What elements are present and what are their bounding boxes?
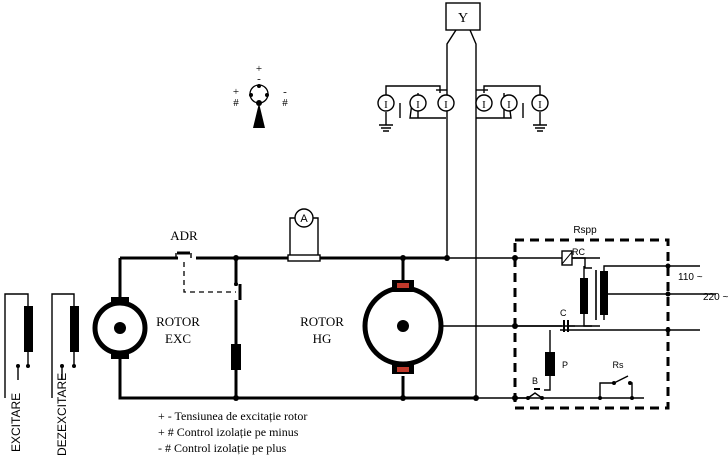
legend-line-3: - # Control izolație pe plus (158, 441, 287, 455)
lamp-2-symbol: I (416, 99, 420, 111)
lamp-4: I (475, 94, 493, 112)
field-resistor (231, 344, 241, 370)
c-label: C (560, 308, 567, 318)
rspp-label: Rspp (573, 225, 597, 236)
y-relay: Y (445, 2, 481, 398)
v110-label: 110 ~ (678, 272, 703, 283)
excitare-label: EXCITARE (9, 393, 23, 452)
legend: + - Tensiunea de excitație rotor + # Con… (158, 409, 307, 455)
lamp-5: I (500, 94, 518, 112)
rotor-hg-label-2: HG (313, 331, 332, 346)
dezexcitare-switch[interactable]: DEZEXCITARE (51, 293, 79, 456)
lamp-3-symbol: I (444, 99, 448, 111)
switch-sign-hash-left: # (233, 97, 239, 109)
switch-sign-plus-top: + (256, 63, 262, 75)
selector-switch[interactable]: + - + # - # (233, 63, 288, 128)
adr-switch[interactable]: ADR (170, 228, 242, 300)
switch-sign-hash-right: # (282, 97, 288, 109)
excitare-switch[interactable]: EXCITARE (4, 293, 33, 452)
ammeter: A (287, 208, 321, 262)
rspp-block: Rspp RC C P B Rs (513, 225, 670, 410)
rc-label: RC (572, 247, 585, 257)
brush-bottom (397, 367, 409, 372)
supply-terminals: 110 ~ 220 ~ (665, 263, 728, 333)
switch-sign-minus-top: - (257, 73, 261, 85)
rotor-exc-label-1: ROTOR (156, 314, 200, 329)
lamp-5-symbol: I (507, 99, 511, 111)
lamp-6-symbol: I (538, 99, 542, 111)
lamp-2: I (409, 94, 427, 112)
rotor-exc-label-2: EXC (165, 331, 191, 346)
p-label: P (562, 360, 568, 370)
legend-line-2: + # Control izolație pe minus (158, 425, 299, 439)
v220-label: 220 ~ (703, 292, 728, 303)
rotor-hg-label-1: ROTOR (300, 314, 344, 329)
switch-sign-plus-left: + (233, 86, 239, 98)
lamp-3: I (437, 94, 455, 112)
dezexcitare-label: DEZEXCITARE (55, 373, 69, 456)
legend-line-1: + - Tensiunea de excitație rotor (158, 409, 307, 423)
junctions (233, 255, 518, 401)
lamp-1-symbol: I (384, 99, 388, 111)
rotor-hg: ROTOR HG (300, 280, 444, 374)
ammeter-label: A (300, 213, 308, 225)
lamp-bank: I I I I I I (377, 85, 549, 132)
b-label: B (532, 376, 538, 386)
p-resistor (545, 352, 555, 376)
adr-label: ADR (170, 228, 198, 243)
rotor-exc: ROTOR EXC (92, 297, 200, 359)
lamp-4-symbol: I (482, 99, 486, 111)
switch-sign-minus-right: - (283, 86, 287, 98)
lamp-1: I (377, 94, 395, 112)
rs-label: Rs (613, 360, 624, 370)
y-relay-label: Y (458, 11, 468, 26)
lamp-6: I (531, 94, 549, 112)
brush-top (397, 283, 409, 288)
